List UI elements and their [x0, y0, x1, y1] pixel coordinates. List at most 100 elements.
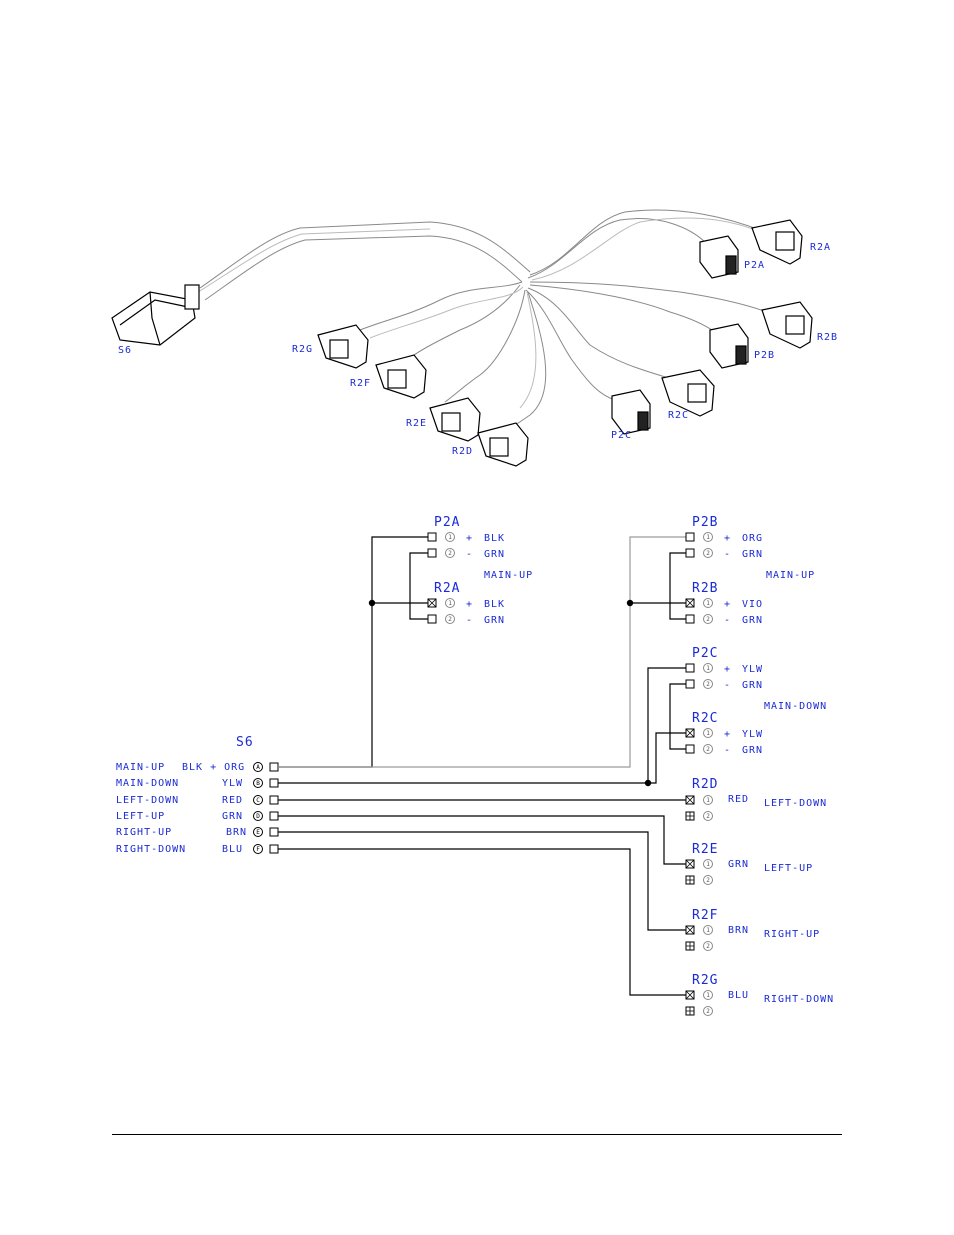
s6-function-d: LEFT-UP	[116, 811, 165, 822]
p2a-pin-wire: BLK	[484, 533, 505, 544]
p2c-title: P2C	[692, 646, 718, 661]
r2b-pin-circle	[703, 614, 713, 624]
r2b-pin-circle	[703, 598, 713, 608]
r2c-pin-circle	[703, 728, 713, 738]
p2b-pin-number: 2	[706, 550, 710, 557]
p2c-pin-number: 1	[706, 665, 710, 672]
p2a-pin-number: 1	[448, 534, 452, 541]
p2a-pin-box	[427, 532, 437, 542]
p2a-pin-box	[427, 548, 437, 558]
r2d-pin-number: 2	[706, 813, 710, 820]
s6-title: S6	[236, 735, 254, 750]
harness-label-r2f: R2F	[350, 378, 371, 389]
s6-wire-c: RED	[222, 795, 243, 806]
harness-label-r2g: R2G	[292, 344, 313, 355]
p2b-pin-wire: GRN	[742, 549, 763, 560]
p2c-pin-number: 2	[706, 681, 710, 688]
harness-label-r2a: R2A	[810, 242, 831, 253]
p2a-pin-wire: GRN	[484, 549, 505, 560]
p2c-pin-wire: GRN	[742, 680, 763, 691]
p2c-pin-circle	[703, 663, 713, 673]
r2a-pin-cross	[427, 598, 437, 608]
r2a-title: R2A	[434, 581, 460, 596]
p2a-pin-sign: -	[466, 549, 473, 560]
r2c-pin-wire: GRN	[742, 745, 763, 756]
r2f-function: RIGHT-UP	[764, 929, 820, 940]
r2f-pin-circle	[703, 925, 713, 935]
r2c-connector-drawing	[661, 369, 715, 417]
r2e-pin-number: 2	[706, 877, 710, 884]
p2a-title: P2A	[434, 515, 460, 530]
s6-wire-e: BRN	[226, 827, 247, 838]
s6-wire-a: BLK + ORG	[182, 762, 245, 773]
r2c-pin-box	[685, 744, 695, 754]
p2b-pin-box	[685, 532, 695, 542]
s6-pin-b: B	[256, 780, 260, 787]
r2e-pin-cross	[685, 859, 695, 869]
r2e-connector-drawing	[429, 397, 481, 442]
r2b-connector-drawing	[761, 301, 813, 349]
p2b-pin-box	[685, 548, 695, 558]
r2b-pin-sign: +	[724, 599, 731, 610]
r2g-title: R2G	[692, 973, 718, 988]
p2a-connector-drawing	[699, 235, 739, 279]
harness-label-r2e: R2E	[406, 418, 427, 429]
p2b-title: P2B	[692, 515, 718, 530]
r2b-pin-box	[685, 614, 695, 624]
s6-pin-d: D	[256, 813, 260, 820]
harness-label-s6: S6	[118, 345, 132, 356]
r2e-function: LEFT-UP	[764, 863, 813, 874]
r2e-pin-circle	[703, 875, 713, 885]
p2a-pin-sign: +	[466, 533, 473, 544]
harness-illustration: S6 R2A P2A R2B P2B R2C P2C R2G R2F R2E R…	[111, 209, 837, 467]
p2b-pin-number: 1	[706, 534, 710, 541]
p2a-pin-circle	[445, 532, 455, 542]
p2b-pin-circle	[703, 532, 713, 542]
p2b-pin-sign: -	[724, 549, 731, 560]
r2g-plug-grid	[686, 1007, 694, 1015]
r2d-connector-drawing	[477, 422, 529, 467]
p2c-pin-box	[685, 679, 695, 689]
r2b-pin-sign: -	[724, 615, 731, 626]
s6-wire-b: YLW	[222, 778, 243, 789]
r2g-function: RIGHT-DOWN	[764, 994, 834, 1005]
r2a-connector-drawing	[751, 219, 803, 265]
r2c-pin-wire: YLW	[742, 729, 763, 740]
p2b-pin-wire: ORG	[742, 533, 763, 544]
r2b-pin-wire: VIO	[742, 599, 763, 610]
r2e-pin-circle	[703, 859, 713, 869]
r2g-pin-circle	[703, 990, 713, 1000]
s6-pin-e: E	[256, 829, 260, 836]
r2g-pin-number: 1	[706, 992, 710, 999]
r2c-title: R2C	[692, 711, 718, 726]
r2a-pin-sign: +	[466, 599, 473, 610]
s6-pin-c: C	[256, 797, 260, 804]
r2c-pin-sign: +	[724, 729, 731, 740]
r2g-wire: BLU	[728, 990, 749, 1001]
harness-label-p2c: P2C	[611, 430, 632, 441]
r2d-pin-cross	[685, 795, 695, 805]
p2b-connector-drawing	[709, 323, 749, 369]
r2d-title: R2D	[692, 777, 718, 792]
p2c-pin-box	[685, 663, 695, 673]
r2f-pin-number: 2	[706, 943, 710, 950]
p2b-pin-circle	[703, 548, 713, 558]
r2c-pin-cross	[685, 728, 695, 738]
s6-function-f: RIGHT-DOWN	[116, 844, 186, 855]
r2g-pin-cross	[685, 990, 695, 1000]
s6-pin-f: F	[256, 846, 260, 853]
r2c-pin-number: 1	[706, 730, 710, 737]
p2c-pin-sign: +	[724, 664, 731, 675]
p2c-pin-sign: -	[724, 680, 731, 691]
r2f-pin-circle	[703, 941, 713, 951]
p2a-pin-number: 2	[448, 550, 452, 557]
r2d-pin-circle	[703, 811, 713, 821]
r2a-pin-sign: -	[466, 615, 473, 626]
r2c-pin-circle	[703, 744, 713, 754]
r2g-pin-circle	[703, 1006, 713, 1016]
p2c-pin-wire: YLW	[742, 664, 763, 675]
schematic-wires	[278, 536, 686, 996]
r2a-pin-circle	[445, 614, 455, 624]
harness-label-p2a: P2A	[744, 260, 765, 271]
r2a-pin-box	[427, 614, 437, 624]
